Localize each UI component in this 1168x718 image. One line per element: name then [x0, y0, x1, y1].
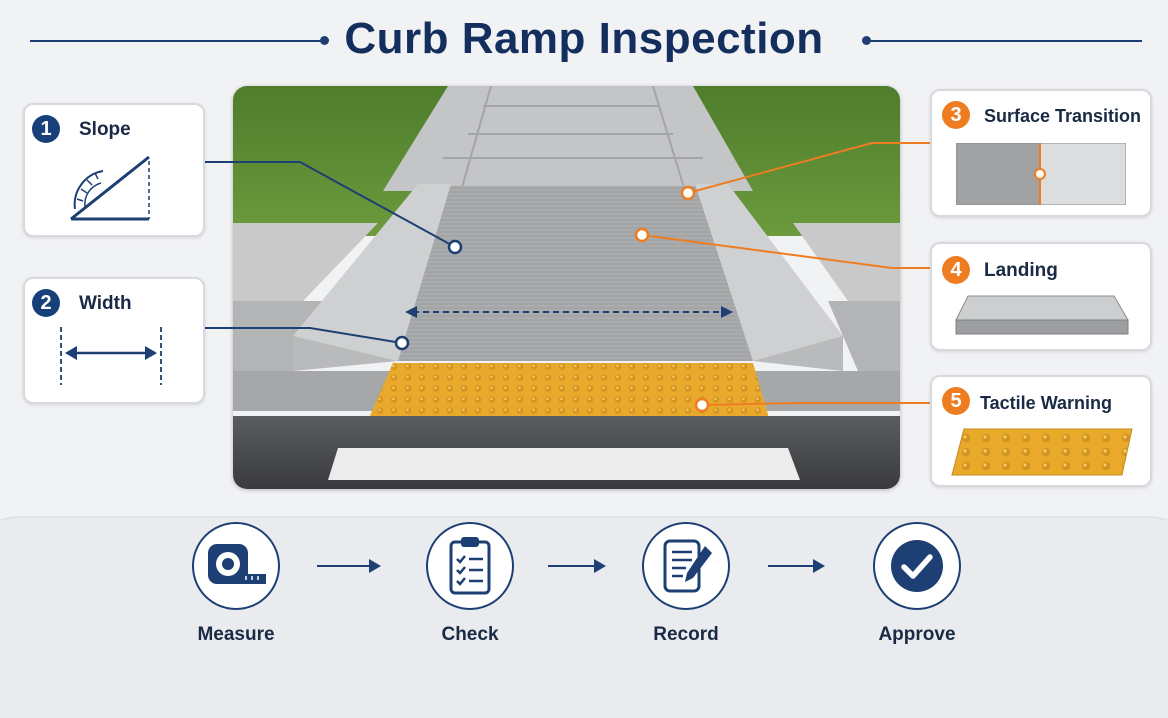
workflow-panel — [0, 516, 1168, 718]
tactile-pad-icon — [951, 428, 1133, 476]
feature-label: Width — [79, 293, 132, 314]
landing-slab-icon — [955, 295, 1129, 335]
step-icon-circle — [873, 522, 961, 610]
step-approve: Approve — [862, 522, 972, 646]
step-label: Check — [441, 624, 499, 645]
feature-number-badge: 4 — [942, 256, 970, 284]
surface-transition-icon — [956, 143, 1126, 205]
feature-number-badge: 1 — [32, 115, 60, 143]
width-arrow-icon — [60, 327, 162, 385]
title-rule-right — [866, 40, 1142, 42]
step-label: Measure — [197, 624, 275, 645]
feature-label: Tactile Warning — [980, 393, 1113, 413]
clipboard-checklist-icon — [449, 537, 491, 595]
title-row: Curb Ramp Inspection — [0, 0, 1168, 80]
feature-card-width: 2 Width — [23, 277, 205, 404]
step-label: Record — [653, 624, 719, 645]
feature-card-surface-transition: 3 Surface Transition — [930, 89, 1152, 217]
step-icon-circle — [192, 522, 280, 610]
feature-label: Landing — [984, 260, 1058, 281]
title-rule-left — [30, 40, 324, 42]
tablet-pen-icon — [663, 539, 712, 593]
protractor-icon — [70, 155, 150, 221]
tape-measure-icon — [208, 544, 266, 584]
feature-label: Surface Transition — [984, 106, 1142, 126]
flow-arrow — [548, 559, 606, 573]
step-label: Approve — [878, 624, 956, 645]
feature-card-landing: 4 Landing — [930, 242, 1152, 351]
step-check: Check — [415, 522, 525, 646]
step-icon-circle — [642, 522, 730, 610]
feature-number-badge: 5 — [942, 387, 970, 415]
flow-arrow — [768, 559, 825, 573]
feature-number-badge: 2 — [32, 289, 60, 317]
feature-card-tactile-warning: 5 Tactile Warning — [930, 375, 1152, 487]
feature-card-slope: 1 Slope — [23, 103, 205, 237]
feature-number-badge: 3 — [942, 101, 970, 129]
flow-arrow — [317, 559, 381, 573]
title-dot-left — [320, 36, 329, 45]
step-measure: Measure — [181, 522, 291, 646]
step-icon-circle — [426, 522, 514, 610]
page-title: Curb Ramp Inspection — [344, 14, 824, 63]
checkmark-icon — [891, 540, 943, 592]
feature-label: Slope — [79, 119, 131, 140]
curb-ramp-photo — [233, 86, 900, 489]
step-record: Record — [631, 522, 741, 646]
